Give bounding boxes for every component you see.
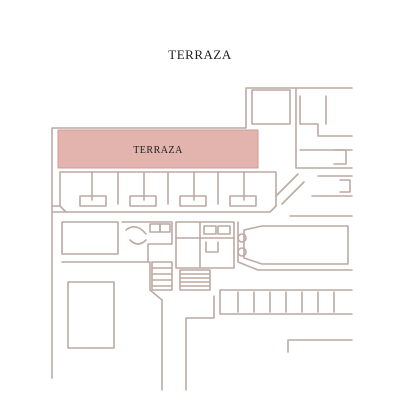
stair-small <box>151 261 173 291</box>
elevator-1 <box>149 223 161 233</box>
shop-dividers <box>237 291 335 313</box>
lounge-seat-1 <box>237 233 247 243</box>
pool-deck <box>67 281 115 349</box>
restroom-block <box>175 221 235 269</box>
restroom-dividers <box>175 221 235 269</box>
central-stair-arc <box>125 226 147 245</box>
terraza-area-label: TERRAZA <box>133 145 183 156</box>
terraza-area[interactable] <box>57 129 259 169</box>
restroom-fixture-2 <box>217 225 231 235</box>
room-bath-1 <box>79 195 107 207</box>
room-row-dividers <box>91 171 245 205</box>
central-core <box>121 221 173 263</box>
east-wing-inner-wall <box>299 95 353 137</box>
shops-row <box>219 289 353 315</box>
diagonal-corridor <box>275 173 353 217</box>
plan-walls <box>51 87 353 391</box>
left-access <box>51 205 67 213</box>
utility-room <box>251 89 291 125</box>
restroom-fixture-1 <box>203 225 217 235</box>
room-bath-2 <box>129 195 157 207</box>
east-wing-room-wall <box>299 95 353 197</box>
lower-left-corridor <box>61 261 163 391</box>
east-wing-wall <box>295 87 353 169</box>
lounge-wall <box>237 221 353 271</box>
room-bath-4 <box>229 195 257 207</box>
stair-steps <box>179 269 211 291</box>
lower-walls <box>185 295 353 391</box>
room-bath-3 <box>179 195 207 207</box>
lounge-inner <box>243 225 349 265</box>
lounge-seat-2 <box>237 247 247 257</box>
elevator-2 <box>159 223 171 233</box>
page-title: TERRAZA <box>168 47 232 62</box>
east-rooms <box>333 149 351 193</box>
lower-left-wing <box>61 221 119 255</box>
